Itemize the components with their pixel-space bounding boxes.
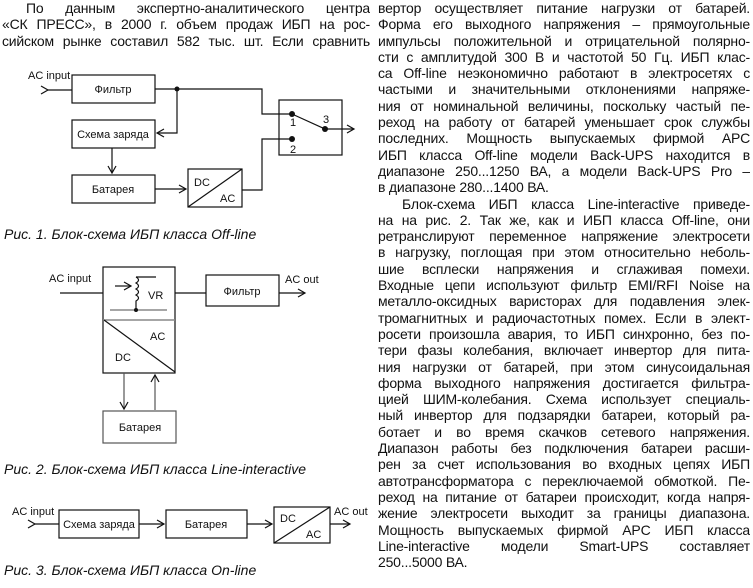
fig2-filter-block: [205, 274, 280, 307]
text-line: 250...5000 ВА.: [378, 554, 468, 571]
text-line: По данным экспертно-аналитического центр…: [26, 0, 370, 16]
fig3-ac-out-label: AC out: [334, 506, 368, 518]
text-line: Входные цепи используют фильтр EMI/RFI N…: [378, 277, 750, 294]
text-line: частыми и значительными отклонениями нап…: [378, 81, 750, 98]
text-line: в диапазоне 280...1400 ВА.: [378, 179, 549, 196]
text-line: реход на работу от батарей уменьшает сро…: [378, 114, 750, 131]
fig2-dc-label: DC: [115, 352, 131, 364]
right-column-text: вертор осуществляет питание нагрузки от …: [378, 0, 750, 570]
text-line: Блок-схема ИБП класса Line-interactive п…: [402, 195, 750, 212]
text-line: тери фазы колебания, включает инвертор д…: [378, 342, 750, 359]
text-line: на на рис. 2. Так же, как и ИБП класса O…: [378, 211, 750, 228]
text-line: ный инвертор для подзарядки батареи, кот…: [378, 407, 750, 424]
text-line: са Off-line неэкономично работают в элек…: [378, 65, 750, 82]
fig3-dc-label: DC: [280, 513, 296, 525]
text-line: последних. Мощность выпускаемых фирмой A…: [378, 130, 750, 147]
text-line: вертор осуществляет питание нагрузки от …: [378, 0, 750, 16]
fig1-charger-label: Схема заряда: [77, 129, 150, 141]
text-line: металло-оксидных варисторах для подавлен…: [378, 293, 750, 310]
text-line: ния нагрузки от батарей, при этом синусо…: [378, 358, 750, 375]
text-line: Диапазон работы без подключения батареи …: [378, 440, 750, 457]
fig1-battery-label: Батарея: [92, 184, 134, 196]
fig3-ac-input-label: AC input: [12, 506, 54, 518]
fig1-caption: Рис. 1. Блок-схема ИБП класса Off-line: [4, 226, 257, 242]
fig2-ac-out-label: AC out: [285, 274, 319, 286]
fig1-switch-2-label: 2: [290, 144, 296, 156]
fig1-dc-label: DC: [194, 177, 210, 189]
fig1-switch-3-label: 3: [323, 114, 329, 126]
text-line: Форма его выходного напряжения – прямоуг…: [378, 16, 750, 33]
fig1-filter-label: Фильтр: [95, 84, 132, 96]
text-line: сти с амплитудой 300 В и частотой 50 Гц.…: [378, 48, 750, 65]
fig2-ac-label: AC: [150, 331, 165, 343]
text-line: Мощность выпускаемых фирмой APC ИБП клас…: [378, 521, 750, 538]
text-line: импульсы положительной и отрицательной п…: [378, 32, 750, 49]
fig1-offline-diagram: [40, 74, 356, 208]
text-line: росети произошла авария, то ИБП синхронн…: [378, 325, 750, 342]
fig1-ac-label: AC: [220, 193, 235, 205]
text-line: реход на питание от батареи происходит, …: [378, 488, 750, 505]
fig1-charger-block: [71, 119, 156, 149]
fig3-inverter-block: [273, 506, 331, 544]
fig2-vr-label: VR: [148, 290, 163, 302]
fig3-ac-label: AC: [306, 529, 321, 541]
text-line: диапазоне 250...1250 ВА, а модели Back-U…: [378, 162, 750, 179]
fig2-battery-label: Батарея: [119, 422, 161, 434]
text-line: сийском рынке составил 582 тыс. шт. Если…: [2, 32, 370, 49]
text-line: шие всплески напряжения и сглаживая поме…: [378, 260, 750, 277]
fig2-ac-input-label: AC input: [49, 273, 91, 285]
text-line: тромагнитных и радиочастотных помех. Есл…: [378, 309, 750, 326]
text-line: «СК ПРЕСС», в 2000 г. объем продаж ИБП н…: [2, 16, 370, 33]
fig3-caption: Рис. 3. Блок-схема ИБП класса On-line: [4, 562, 257, 578]
text-line: цией ШИМ-колебания. Схема использует спе…: [378, 391, 750, 408]
fig2-filter-label: Фильтр: [224, 286, 261, 298]
text-line: ния от номинальной величины, поскольку ч…: [378, 97, 750, 114]
text-line: рен за счет использования во входных цеп…: [378, 456, 750, 473]
intro-paragraph: По данным экспертно-аналитического центр…: [2, 0, 370, 49]
text-line: форма выходного напряжения достигается ф…: [378, 374, 750, 391]
fig3-online-diagram: [27, 506, 352, 544]
text-line: ИБП класса Off-line модели Back-UPS нахо…: [378, 146, 750, 163]
fig1-inverter-block: [187, 168, 243, 208]
text-line: в нагрузку, поглощая при этом относитель…: [378, 244, 750, 261]
fig1-switch-block: [278, 99, 343, 156]
fig1-ac-input-label: AC input: [28, 70, 70, 82]
text-line: ботает и во время скачков сетевого напря…: [378, 423, 750, 440]
fig2-battery-block: [102, 410, 177, 444]
text-line: ретранслируют переменное напряжение элек…: [378, 228, 750, 245]
fig2-caption: Рис. 2. Блок-схема ИБП класса Line-inter…: [4, 461, 307, 477]
fig1-switch-1-label: 1: [290, 117, 296, 129]
fig3-charger-label: Схема заряда: [63, 519, 136, 531]
text-line: Line-interactive модели Smart-UPS состав…: [378, 537, 750, 554]
text-line: жение электросети выходит за границы диа…: [378, 505, 750, 522]
fig2-line-interactive-diagram: [60, 266, 307, 444]
text-line: автотрансформатора с переключаемой обмот…: [378, 472, 750, 489]
fig3-battery-label: Батарея: [185, 519, 227, 531]
